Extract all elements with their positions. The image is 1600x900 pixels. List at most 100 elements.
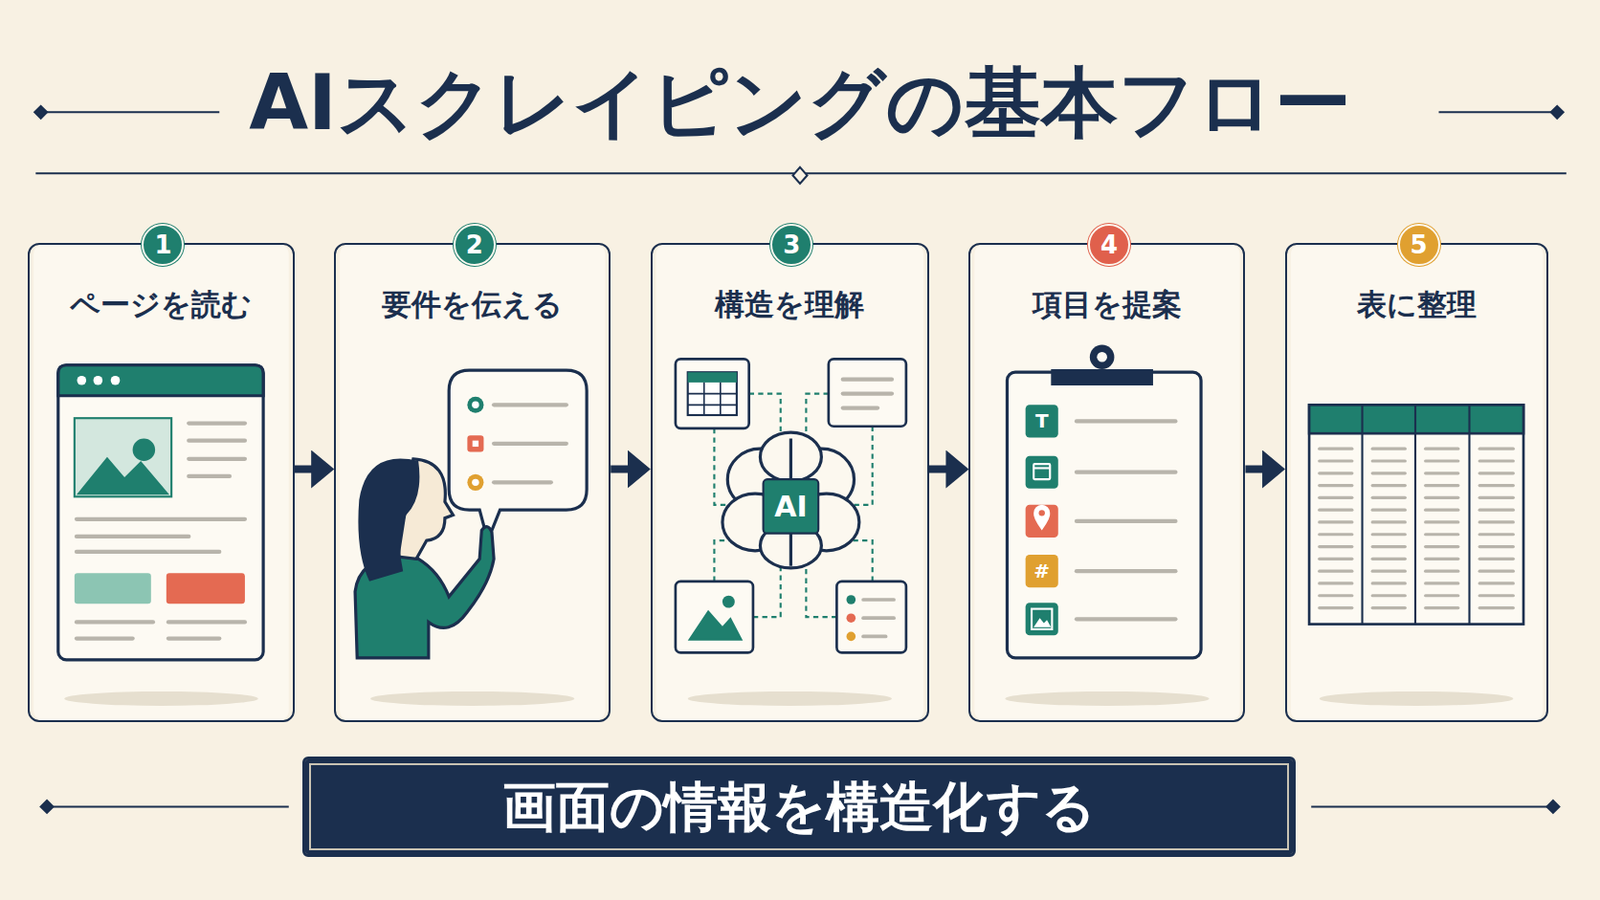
data-table-part <box>1425 581 1459 585</box>
data-table-part <box>1372 484 1405 488</box>
decor-lines-part <box>52 805 289 808</box>
clipboard-part <box>1025 505 1059 538</box>
data-table-part <box>1479 557 1513 561</box>
brain-network-part-part <box>863 635 886 640</box>
brain-network-part <box>836 581 907 654</box>
data-table-part <box>1319 484 1353 488</box>
clipboard-part <box>1096 352 1108 363</box>
speech-bubble-part <box>472 441 479 447</box>
data-table-part <box>1319 509 1353 512</box>
summary-banner: 画面の情報を構造化する <box>302 756 1297 858</box>
clipboard-part <box>1076 421 1176 620</box>
brain-network-part-part <box>703 382 706 416</box>
data-table-part <box>1425 447 1459 451</box>
clipboard <box>1006 344 1201 658</box>
data-table-part <box>1372 606 1405 610</box>
flow-arrow <box>294 466 323 474</box>
brain-network <box>675 358 907 653</box>
step-number: 4 <box>1088 223 1131 267</box>
clipboard-part-part <box>1076 617 1176 622</box>
brain-network-part-part <box>805 558 837 618</box>
browser-window-part <box>58 365 264 661</box>
clipboard-part <box>1025 456 1059 489</box>
speech-bubble-part-part <box>493 442 567 446</box>
decor-lines-part <box>44 111 220 113</box>
brain-network-part <box>843 379 892 409</box>
data-table-part <box>1372 581 1405 585</box>
artwork <box>33 106 1567 833</box>
data-table-part <box>1425 545 1459 549</box>
data-table-part <box>1319 581 1353 585</box>
data-table-part <box>1479 520 1513 524</box>
speech-bubble-part-part <box>493 402 567 407</box>
step-panel: 1ページを読む <box>27 243 295 723</box>
title: AIスクレイピングの基本フロー <box>0 61 1600 146</box>
step-number: 1 <box>141 223 184 267</box>
data-table-part <box>1319 447 1353 451</box>
brain-network-part <box>846 613 857 623</box>
data-table-part <box>1372 545 1405 549</box>
brain-network-part-part <box>713 540 736 582</box>
icon-glyph: T <box>1022 411 1062 431</box>
clipboard-part-part <box>1076 470 1176 475</box>
data-table-part <box>1425 471 1459 475</box>
data-table-part <box>1319 520 1353 524</box>
flow-arrow <box>610 466 640 474</box>
clipboard-part-part <box>1076 519 1176 524</box>
data-table-part <box>1479 496 1513 500</box>
flow-arrow <box>1244 466 1274 474</box>
data-table-part <box>1372 447 1405 451</box>
decor-lines-part <box>34 106 47 119</box>
brain-network-part <box>675 358 750 429</box>
brain-network-part <box>675 581 754 654</box>
step-panel: 4項目を提案 <box>968 243 1245 723</box>
browser-window-part-part <box>76 636 134 641</box>
brain-network-part <box>828 358 907 426</box>
data-table-part <box>1425 533 1459 536</box>
data-table-part-part <box>1414 404 1417 624</box>
brain-network-part <box>688 610 744 642</box>
brain-network-part-part <box>851 426 872 506</box>
decor-lines-part <box>1551 106 1564 119</box>
step-number: 3 <box>770 223 813 267</box>
browser-window-part <box>166 573 245 604</box>
data-table-part <box>1319 606 1353 610</box>
data-table-part <box>1319 471 1353 475</box>
shadows-part <box>1004 691 1209 707</box>
brain-network-part-part <box>863 616 894 621</box>
data-table-part <box>1479 509 1513 512</box>
speech-bubble-part <box>448 370 587 541</box>
data-table-part <box>1372 594 1405 598</box>
browser-window-part-part <box>76 534 189 539</box>
clipboard-part-part <box>1076 419 1176 423</box>
shadows-part <box>370 691 575 707</box>
brain-network-part <box>688 372 737 416</box>
data-table-part <box>1319 533 1353 536</box>
data-table-part <box>1319 557 1353 561</box>
icon-glyph: # <box>1022 561 1062 581</box>
clipboard-part <box>1025 602 1059 636</box>
brain-network-part-part <box>753 558 781 618</box>
brain-network-part <box>846 632 857 643</box>
brain-network-part <box>688 382 737 416</box>
step-number: 2 <box>453 223 496 267</box>
data-table-part <box>1372 570 1405 574</box>
brain-network-part-part <box>688 404 737 407</box>
browser-window-part <box>74 418 172 497</box>
data-table-part <box>1362 404 1470 624</box>
ai-badge-text: AI <box>771 492 810 522</box>
browser-window-part <box>133 439 156 462</box>
data-table-part <box>1425 557 1459 561</box>
banner-text: 画面の情報を構造化する <box>502 777 1096 838</box>
speech-bubble-part <box>471 401 479 409</box>
brain-network-part <box>846 595 857 605</box>
speech-bubble <box>448 370 587 541</box>
data-table-part <box>1372 533 1405 536</box>
brain-network-part-part <box>846 540 873 582</box>
brain-network-part <box>763 479 820 534</box>
data-table-part <box>1479 581 1513 585</box>
decor-lines-part <box>1439 111 1554 113</box>
data-table-part <box>1372 509 1405 512</box>
step-heading: 要件を伝える <box>335 287 609 323</box>
step-heading: 構造を理解 <box>652 287 928 323</box>
